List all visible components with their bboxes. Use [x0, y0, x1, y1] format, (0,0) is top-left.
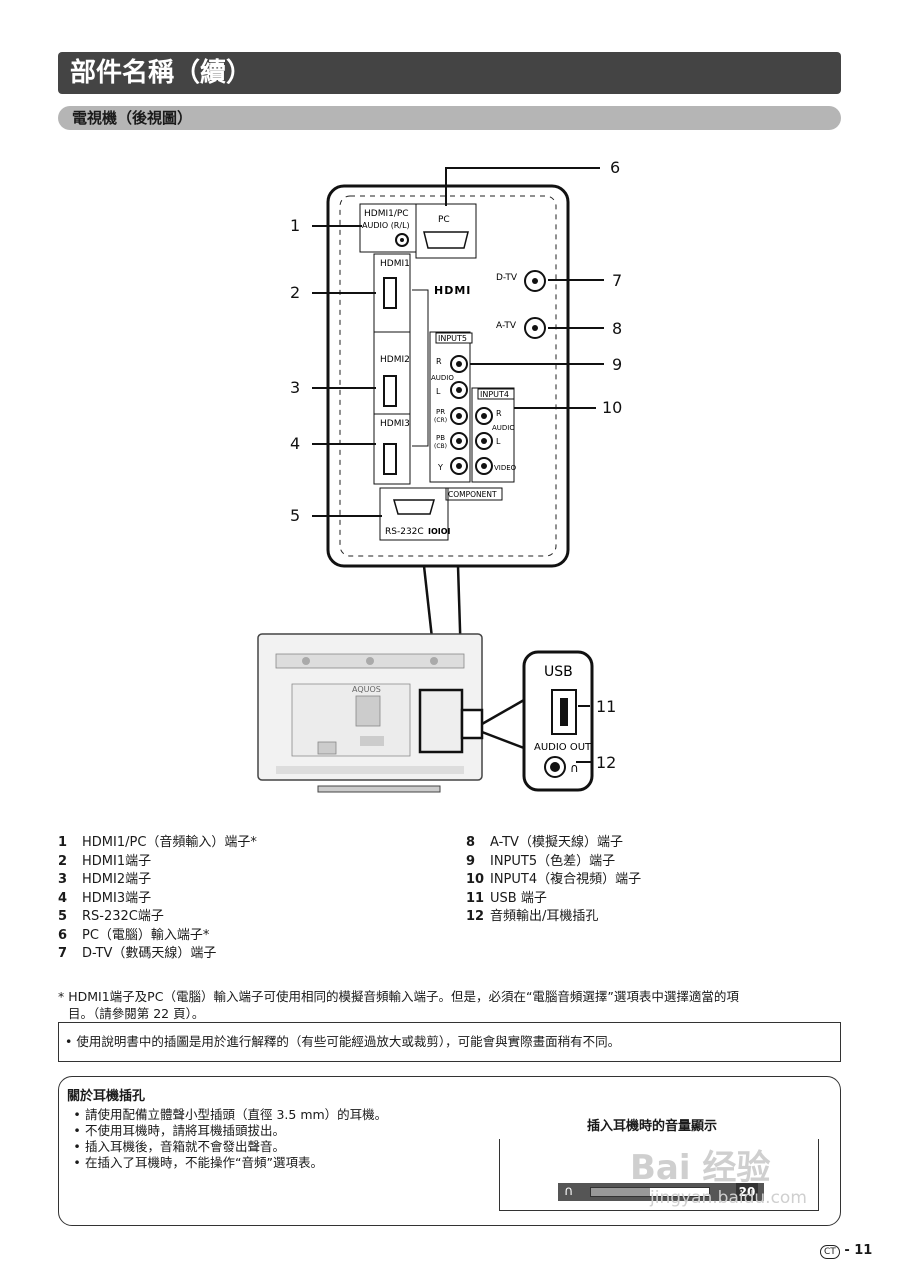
- volume-track: [590, 1187, 710, 1197]
- label-audio-out: AUDIO OUT: [534, 742, 592, 753]
- rs232c-icon: IOIOI: [428, 527, 451, 536]
- label-pb: PB: [436, 434, 445, 442]
- label-hdmi2: HDMI2: [380, 355, 410, 365]
- volume-display: ∩ 20: [499, 1139, 819, 1211]
- headphone-title: 關於耳機插孔: [67, 1089, 146, 1104]
- dtv-port: [524, 270, 546, 292]
- list-item: •請使用配備立體聲小型插頭（直徑 3.5 mm）的耳機。: [73, 1107, 388, 1122]
- footnote-line-1: * HDMI1端子及PC（電腦）輸入端子可使用相同的模擬音頻輸入端子。但是，必須…: [58, 989, 739, 1004]
- label-y: Y: [437, 463, 443, 472]
- callout-5: 5: [290, 506, 300, 525]
- label-component: COMPONENT: [448, 490, 497, 499]
- label-aquos: AQUOS: [352, 685, 381, 694]
- watermark-logo: Bai 经验: [630, 1148, 771, 1188]
- label-pb-sub: (CB): [434, 443, 447, 450]
- label-audio-5: AUDIO: [431, 374, 454, 382]
- page-number-value: - 11: [844, 1243, 873, 1258]
- usb-port: [551, 689, 577, 735]
- label-input4: INPUT4: [480, 390, 509, 399]
- watermark-url: jingyan.baidu.com: [650, 1188, 807, 1208]
- callout-4: 4: [290, 434, 300, 453]
- callout-12: 12: [596, 753, 616, 772]
- label-atv: A-TV: [496, 321, 517, 331]
- volume-bar: ∩ 20: [558, 1183, 764, 1201]
- footnote-line-2: 目。（請參閱第 22 頁）。: [68, 1006, 205, 1021]
- footnote: * HDMI1端子及PC（電腦）輸入端子可使用相同的模擬音頻輸入端子。但是，必須…: [58, 988, 848, 1022]
- audio-jack: [395, 233, 409, 247]
- list-item: •在插入了耳機時，不能操作“音頻”選項表。: [73, 1155, 323, 1170]
- label-audio-4: AUDIO: [492, 424, 515, 432]
- illustration-note: • 使用說明書中的插圖是用於進行解釋的（有些可能經過放大或裁剪），可能會與實際畫…: [58, 1022, 841, 1062]
- callout-9: 9: [612, 355, 622, 374]
- headphone-section: 關於耳機插孔 •請使用配備立體聲小型插頭（直徑 3.5 mm）的耳機。 •不使用…: [58, 1076, 841, 1226]
- volume-display-title: 插入耳機時的音量顯示: [587, 1119, 718, 1134]
- section-subtitle: 電視機（後視圖）: [58, 106, 841, 130]
- tv-rear-diagram: HDMI1/PC AUDIO (R/L) PC HDMI1 HDMI2 HDMI…: [257, 158, 622, 793]
- callout-3: 3: [290, 378, 300, 397]
- label-pr-sub: (CR): [434, 417, 447, 424]
- list-item: •不使用耳機時，請將耳機插頭拔出。: [73, 1123, 286, 1138]
- label-input5: INPUT5: [438, 334, 467, 343]
- callout-11: 11: [596, 697, 616, 716]
- page-number: CT - 11: [820, 1243, 872, 1259]
- label-dtv: D-TV: [496, 273, 518, 283]
- label-audio-rl: AUDIO (R/L): [362, 221, 410, 230]
- hdmi-logo: HDMI: [434, 284, 471, 297]
- label-l-5: L: [436, 387, 441, 396]
- tv-rear: AQUOS: [257, 633, 484, 793]
- headphone-jack: [544, 756, 566, 778]
- label-l-4: L: [496, 437, 501, 446]
- vga-port: [423, 231, 469, 249]
- label-rs232c: RS-232C: [385, 527, 424, 537]
- volume-value: 20: [736, 1183, 758, 1201]
- terminal-panel: HDMI1/PC AUDIO (R/L) PC HDMI1 HDMI2 HDMI…: [326, 184, 570, 568]
- label-video: VIDEO: [494, 464, 517, 472]
- headphone-list: •請使用配備立體聲小型插頭（直徑 3.5 mm）的耳機。 •不使用耳機時，請將耳…: [69, 1107, 387, 1171]
- label-hdmi1: HDMI1: [380, 259, 410, 269]
- headphone-icon: ∩: [570, 761, 579, 775]
- callout-6: 6: [610, 158, 620, 177]
- label-pr: PR: [436, 408, 445, 416]
- side-panel: USB AUDIO OUT ∩: [481, 650, 594, 792]
- list-item: •插入耳機後，音箱就不會發出聲音。: [73, 1139, 286, 1154]
- volume-fill: [591, 1188, 650, 1196]
- language-badge: CT: [820, 1245, 840, 1259]
- label-r-5: R: [436, 357, 442, 366]
- label-hdmi1pc: HDMI1/PC: [364, 209, 409, 219]
- label-pc: PC: [438, 215, 450, 225]
- callout-1: 1: [290, 216, 300, 235]
- label-hdmi3: HDMI3: [380, 419, 410, 429]
- callout-10: 10: [602, 398, 622, 417]
- callout-8: 8: [612, 319, 622, 338]
- callout-2: 2: [290, 283, 300, 302]
- atv-port: [524, 317, 546, 339]
- rs232c-port: [393, 499, 435, 515]
- callout-7: 7: [612, 271, 622, 290]
- label-usb: USB: [544, 664, 573, 680]
- label-r-4: R: [496, 409, 502, 418]
- page-title: 部件名稱（續）: [58, 52, 841, 94]
- headphone-icon: ∩: [564, 1184, 574, 1199]
